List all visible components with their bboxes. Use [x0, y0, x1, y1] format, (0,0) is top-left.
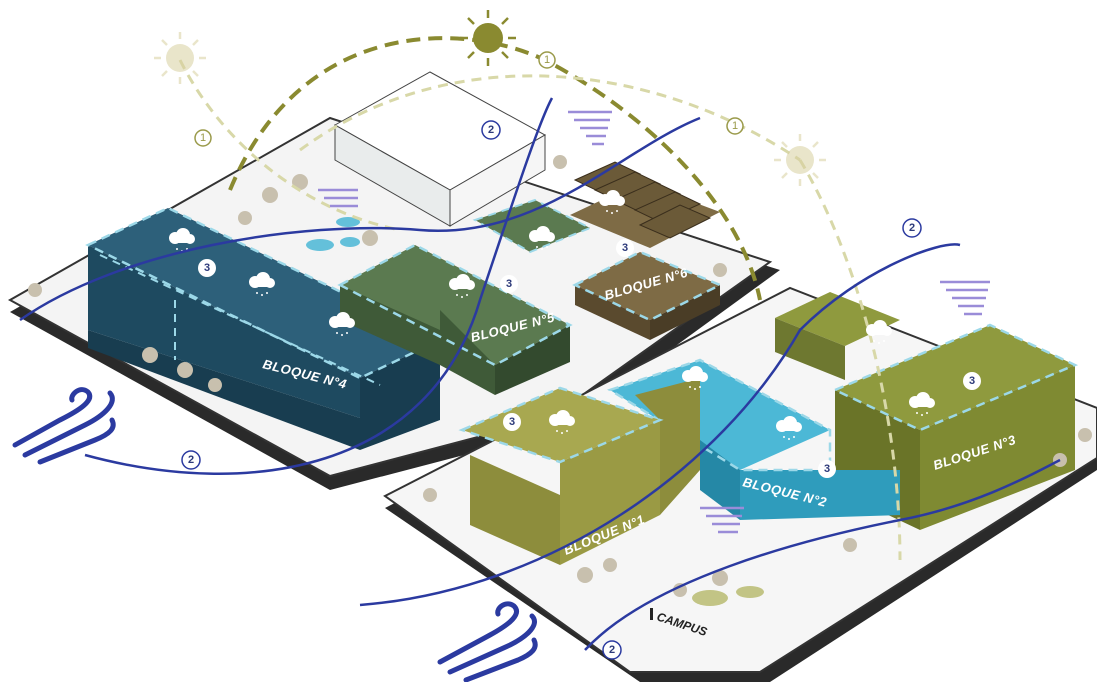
svg-text:3: 3 [506, 278, 512, 290]
wind-icon [437, 601, 538, 682]
tree-icon [28, 155, 1092, 597]
rain-marker: 3 [616, 239, 634, 257]
garden-patch [692, 586, 764, 606]
sun-icon [154, 32, 206, 84]
rain-marker: 3 [500, 275, 518, 293]
sun-marker: 1 [538, 51, 556, 69]
svg-text:3: 3 [969, 375, 975, 387]
svg-text:2: 2 [909, 222, 915, 234]
svg-text:2: 2 [188, 454, 194, 466]
svg-text:3: 3 [204, 262, 210, 274]
sun-icon [460, 10, 516, 66]
wind-marker: 2 [481, 120, 501, 140]
svg-text:2: 2 [488, 124, 494, 136]
wind-icon [12, 387, 116, 465]
svg-text:1: 1 [732, 120, 738, 132]
wind-lines-icon [568, 110, 612, 146]
rain-marker: 3 [963, 372, 981, 390]
wind-lines-icon [318, 188, 358, 208]
pond [306, 217, 360, 251]
wind-marker: 2 [602, 640, 622, 660]
wind-marker: 2 [902, 218, 922, 238]
wind-lines-icon [940, 280, 990, 316]
svg-text:2: 2 [609, 644, 615, 656]
sun-marker: 1 [726, 117, 744, 135]
existing-building [333, 71, 547, 227]
svg-text:1: 1 [544, 54, 550, 66]
rain-marker: 3 [198, 259, 216, 277]
sun-icon [774, 134, 826, 186]
wind-lines-icon [700, 506, 744, 534]
wind-marker: 2 [181, 450, 201, 470]
rain-marker: 3 [818, 460, 836, 478]
rain-cloud-icon [169, 190, 935, 440]
wind-path [19, 97, 1061, 651]
sun-marker: 1 [194, 129, 212, 147]
svg-text:1: 1 [200, 132, 206, 144]
svg-text:3: 3 [622, 242, 628, 254]
block-5: BLOQUE N°5 [337, 198, 593, 395]
svg-text:3: 3 [824, 463, 830, 475]
svg-text:3: 3 [509, 416, 515, 428]
rain-marker: 3 [503, 413, 521, 431]
